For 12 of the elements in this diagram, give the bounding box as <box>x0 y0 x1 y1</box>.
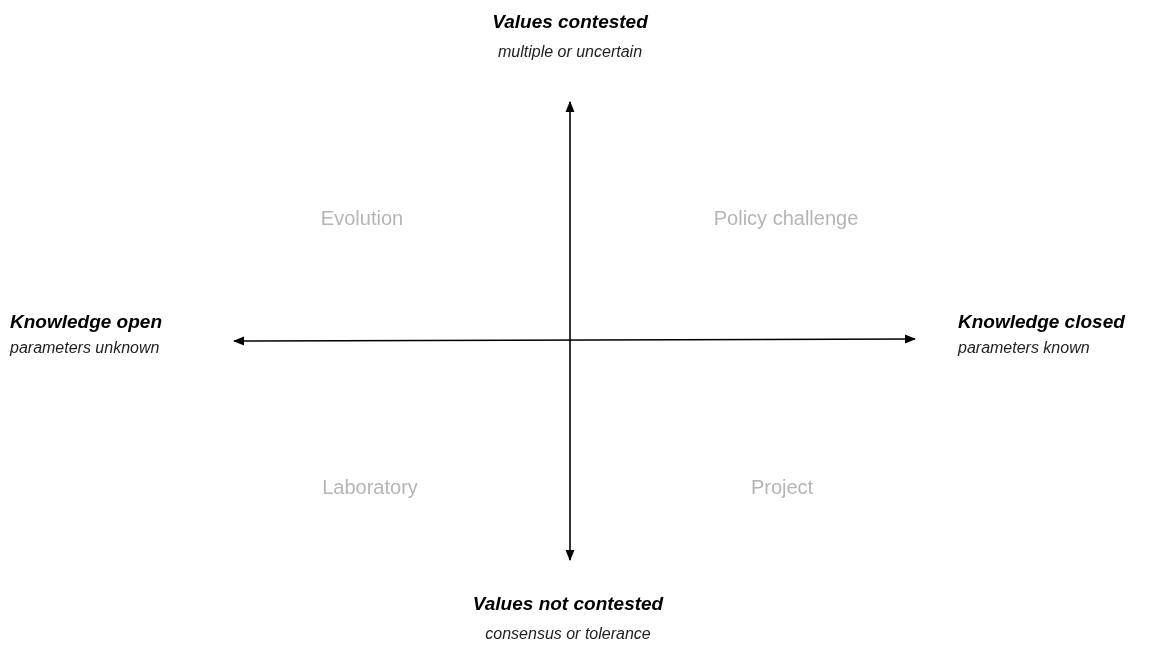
quadrant-label: Laboratory <box>322 475 418 500</box>
axis-label: Knowledge closed <box>958 310 1125 334</box>
axis-sublabel: parameters unknown <box>10 338 160 358</box>
quadrant-label: Project <box>750 475 814 500</box>
quadrant-label: Policy challenge <box>713 206 859 231</box>
axis-sublabel: multiple or uncertain <box>497 42 643 62</box>
axis-label: Knowledge open <box>10 310 162 334</box>
quadrant-label: Evolution <box>320 206 404 231</box>
axis-label: Values not contested <box>472 592 664 616</box>
axis-sublabel: consensus or tolerance <box>485 624 651 644</box>
axis-sublabel: parameters known <box>958 338 1090 358</box>
axis-label: Values contested <box>492 10 648 34</box>
